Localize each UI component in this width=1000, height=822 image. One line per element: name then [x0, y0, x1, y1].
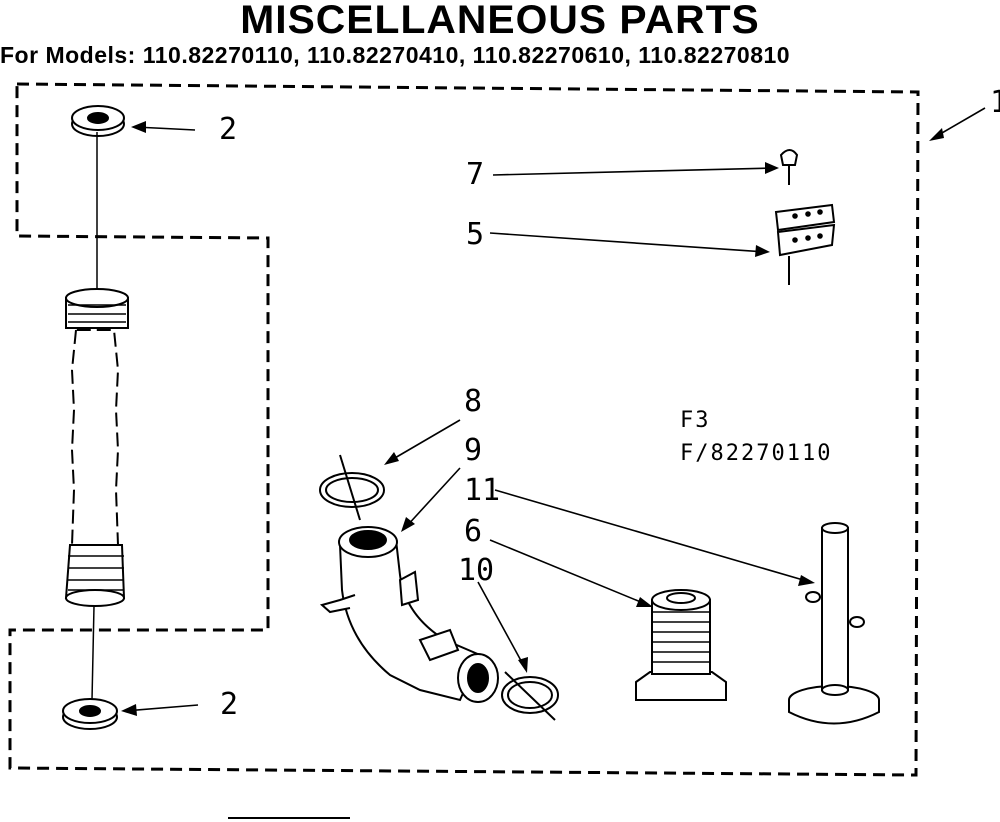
models-line: For Models: 110.82270110, 110.82270410, … — [0, 42, 791, 68]
clamp-part-8 — [319, 454, 385, 521]
callout-11: 11 — [464, 473, 501, 508]
washer-bottom — [62, 698, 118, 730]
callout-7: 7 — [466, 157, 485, 192]
washer-top — [71, 105, 125, 137]
callout-2-top: 2 — [219, 112, 238, 147]
leader-lines — [124, 107, 986, 712]
pin-part-11 — [788, 522, 880, 725]
kit-outline — [8, 82, 920, 777]
callout-8: 8 — [464, 384, 483, 419]
callout-10: 10 — [458, 553, 495, 588]
callout-9: 9 — [464, 433, 483, 468]
callout-1: 1 — [990, 85, 1000, 120]
clamp-part-10 — [501, 671, 559, 721]
callout-6: 6 — [464, 514, 483, 549]
fill-hose — [64, 132, 129, 701]
leader-arrowheads — [121, 121, 944, 716]
figure-code: F3 — [680, 408, 711, 433]
cap-part-6 — [635, 589, 727, 701]
callout-2-bottom: 2 — [220, 687, 239, 722]
callout-5: 5 — [466, 217, 485, 252]
diagram-id: F/82270110 — [680, 441, 833, 466]
page-title: MISCELLANEOUS PARTS — [240, 0, 760, 42]
elbow-hose-part-9 — [319, 526, 499, 703]
clip-part-5 — [774, 203, 836, 285]
screw-part-7 — [779, 149, 799, 185]
